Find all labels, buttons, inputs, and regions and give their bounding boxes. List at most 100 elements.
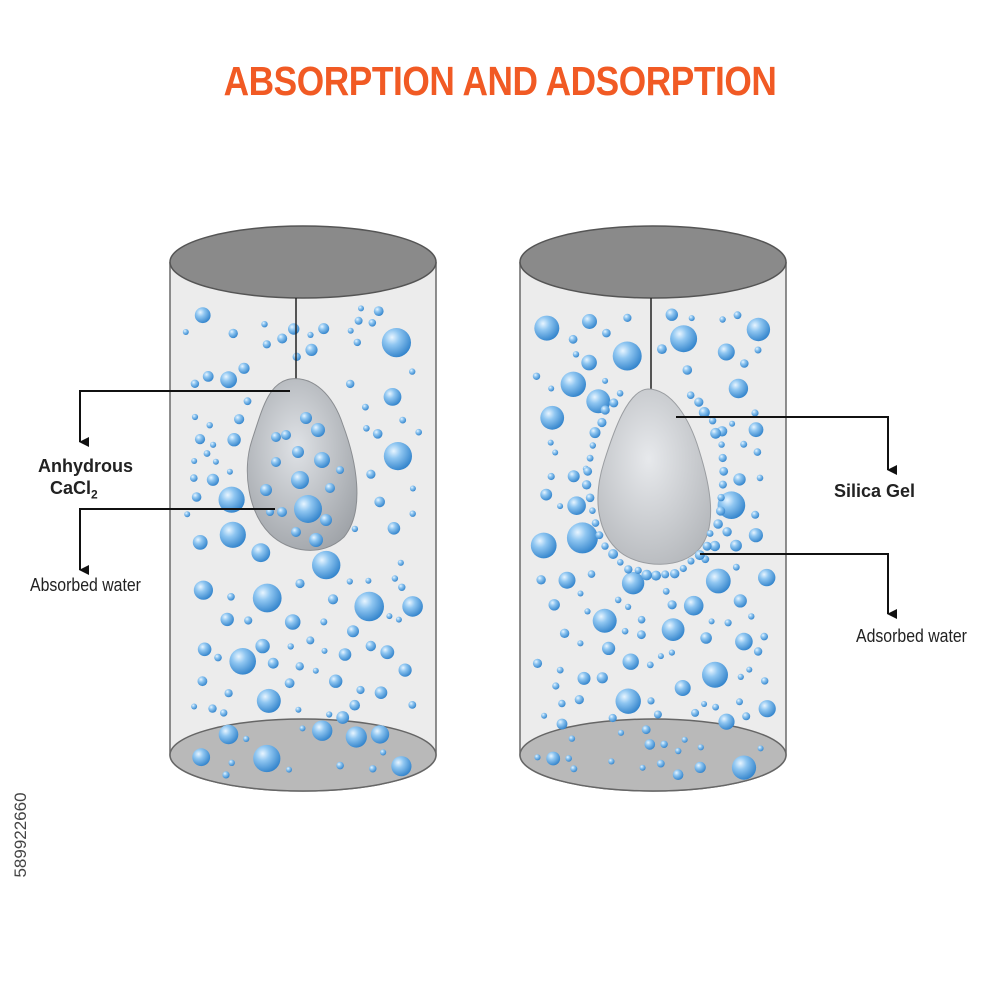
water-bubble bbox=[732, 563, 740, 571]
adsorbed-bubbles bbox=[581, 390, 729, 581]
water-bubble bbox=[660, 740, 668, 748]
water-bubble bbox=[228, 328, 238, 339]
water-bubble bbox=[701, 701, 708, 707]
water-bubble bbox=[387, 522, 401, 535]
water-bubble bbox=[212, 458, 219, 465]
absorbed-bubbles bbox=[260, 412, 344, 547]
absorbed-water-label: Absorbed water bbox=[30, 575, 141, 595]
water-bubble bbox=[373, 306, 384, 316]
water-bubble bbox=[621, 627, 629, 635]
cylinder-top bbox=[519, 225, 787, 299]
water-bubble bbox=[621, 572, 645, 595]
water-bubble bbox=[675, 747, 682, 755]
water-bubble bbox=[592, 608, 617, 633]
water-bubble bbox=[288, 323, 300, 335]
absorption-cylinder bbox=[169, 225, 437, 792]
water-bubble bbox=[306, 636, 315, 645]
adsorbed-bubble bbox=[608, 549, 619, 559]
water-bubble bbox=[740, 440, 748, 448]
water-bubble bbox=[202, 371, 214, 382]
adsorbed-water-label: Adsorbed water bbox=[856, 626, 967, 646]
water-bubble bbox=[565, 755, 572, 762]
water-bubble bbox=[194, 307, 211, 324]
water-bubble bbox=[243, 735, 250, 743]
water-bubble bbox=[374, 686, 388, 699]
adsorbed-bubble bbox=[583, 466, 593, 476]
water-bubble bbox=[602, 328, 611, 338]
water-bubble bbox=[567, 470, 580, 483]
adsorption-cylinder bbox=[519, 225, 787, 792]
anhydrous-pointer-line bbox=[79, 390, 290, 447]
water-bubble bbox=[397, 559, 404, 566]
water-bubble bbox=[546, 751, 561, 766]
silica-gel-lump bbox=[597, 388, 712, 565]
adsorbed-bubble bbox=[589, 427, 601, 439]
water-bubble bbox=[351, 525, 359, 533]
adsorbed-bubble bbox=[717, 493, 725, 502]
water-bubble bbox=[568, 334, 578, 344]
water-bubble bbox=[757, 745, 764, 752]
adsorbed-bubble bbox=[670, 569, 680, 579]
adsorbed-bubble bbox=[661, 570, 670, 579]
water-bubble bbox=[363, 425, 370, 432]
adsorbed-bubble bbox=[585, 493, 595, 503]
water-bubble bbox=[661, 618, 685, 641]
water-bubble bbox=[751, 409, 759, 417]
water-bubble bbox=[194, 434, 206, 445]
water-bubble bbox=[284, 614, 301, 630]
adsorbed-bubble bbox=[687, 557, 695, 565]
adsorbed-bubble bbox=[719, 466, 729, 476]
water-bubble bbox=[541, 712, 548, 719]
water-bubble bbox=[668, 649, 676, 656]
water-bubble bbox=[206, 473, 219, 486]
water-bubble bbox=[398, 663, 412, 677]
water-bubble bbox=[362, 403, 369, 411]
water-bubble bbox=[295, 662, 304, 671]
water-bubble bbox=[556, 718, 568, 730]
water-bubble bbox=[318, 323, 330, 335]
water-bubble bbox=[728, 378, 749, 399]
water-bubble bbox=[244, 616, 253, 625]
water-bubble bbox=[717, 343, 735, 361]
adsorbed-bubble bbox=[600, 405, 610, 415]
water-bubble bbox=[386, 613, 393, 620]
water-bubble bbox=[402, 596, 423, 617]
water-bubble bbox=[206, 422, 213, 429]
water-bubble bbox=[295, 578, 305, 589]
water-bubble bbox=[366, 469, 376, 479]
cylinder-top bbox=[169, 225, 437, 299]
water-bubble bbox=[307, 331, 314, 338]
water-bubble bbox=[336, 761, 344, 770]
water-bubble bbox=[409, 485, 416, 492]
water-bubble bbox=[347, 327, 354, 334]
water-bubble bbox=[760, 632, 768, 641]
absorbed-bubble bbox=[291, 471, 309, 489]
water-bubble bbox=[615, 688, 641, 714]
water-bubble bbox=[733, 311, 742, 320]
water-bubble bbox=[572, 351, 580, 358]
water-bubble bbox=[409, 368, 416, 375]
water-bubble bbox=[305, 343, 318, 356]
adsorbed-bubble bbox=[713, 519, 723, 529]
leader-lines bbox=[79, 390, 897, 619]
diagram-title: ABSORPTION AND ADSORPTION bbox=[223, 58, 777, 104]
anhydrous-label: Anhydrous bbox=[38, 456, 133, 477]
water-bubble bbox=[753, 647, 763, 656]
water-bubble bbox=[226, 468, 233, 475]
absorbed-bubble bbox=[314, 452, 330, 468]
stock-id-text: 589922660 bbox=[11, 792, 30, 878]
water-bubble bbox=[602, 377, 609, 384]
water-bubble bbox=[683, 595, 704, 616]
water-bubble bbox=[346, 578, 353, 585]
water-bubble bbox=[191, 413, 199, 421]
water-bubble bbox=[608, 713, 617, 723]
water-bubble bbox=[758, 568, 776, 587]
cacl2-label: CaCl2 bbox=[50, 478, 98, 502]
absorbed-bubble bbox=[260, 484, 272, 496]
adsorbed-water-pointer-line bbox=[700, 553, 897, 619]
water-bubble bbox=[547, 472, 555, 481]
water-bubble bbox=[748, 613, 755, 620]
water-bubble bbox=[639, 764, 646, 771]
water-bubble bbox=[577, 671, 591, 685]
water-bubble bbox=[287, 643, 294, 650]
